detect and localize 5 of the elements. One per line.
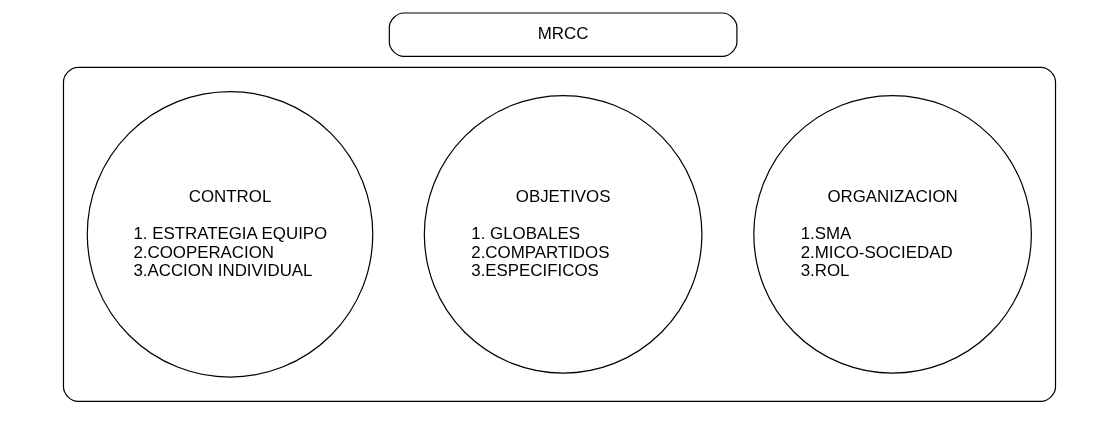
node-circle: CONTROL 1. ESTRATEGIA EQUIPO 2.COOPERACION 3.ACCION INDIVIDUAL xyxy=(86,90,374,378)
cluster xyxy=(62,66,1057,402)
node-box: MRCC xyxy=(388,12,738,58)
node-circle: ORGANIZACION 1.SMA 2.MICO-SOCIEDAD 3.ROL xyxy=(753,94,1032,374)
node-circle: OBJETIVOS 1. GLOBALES 2.COMPARTIDOS 3.ESPECIFICOS xyxy=(423,94,703,374)
